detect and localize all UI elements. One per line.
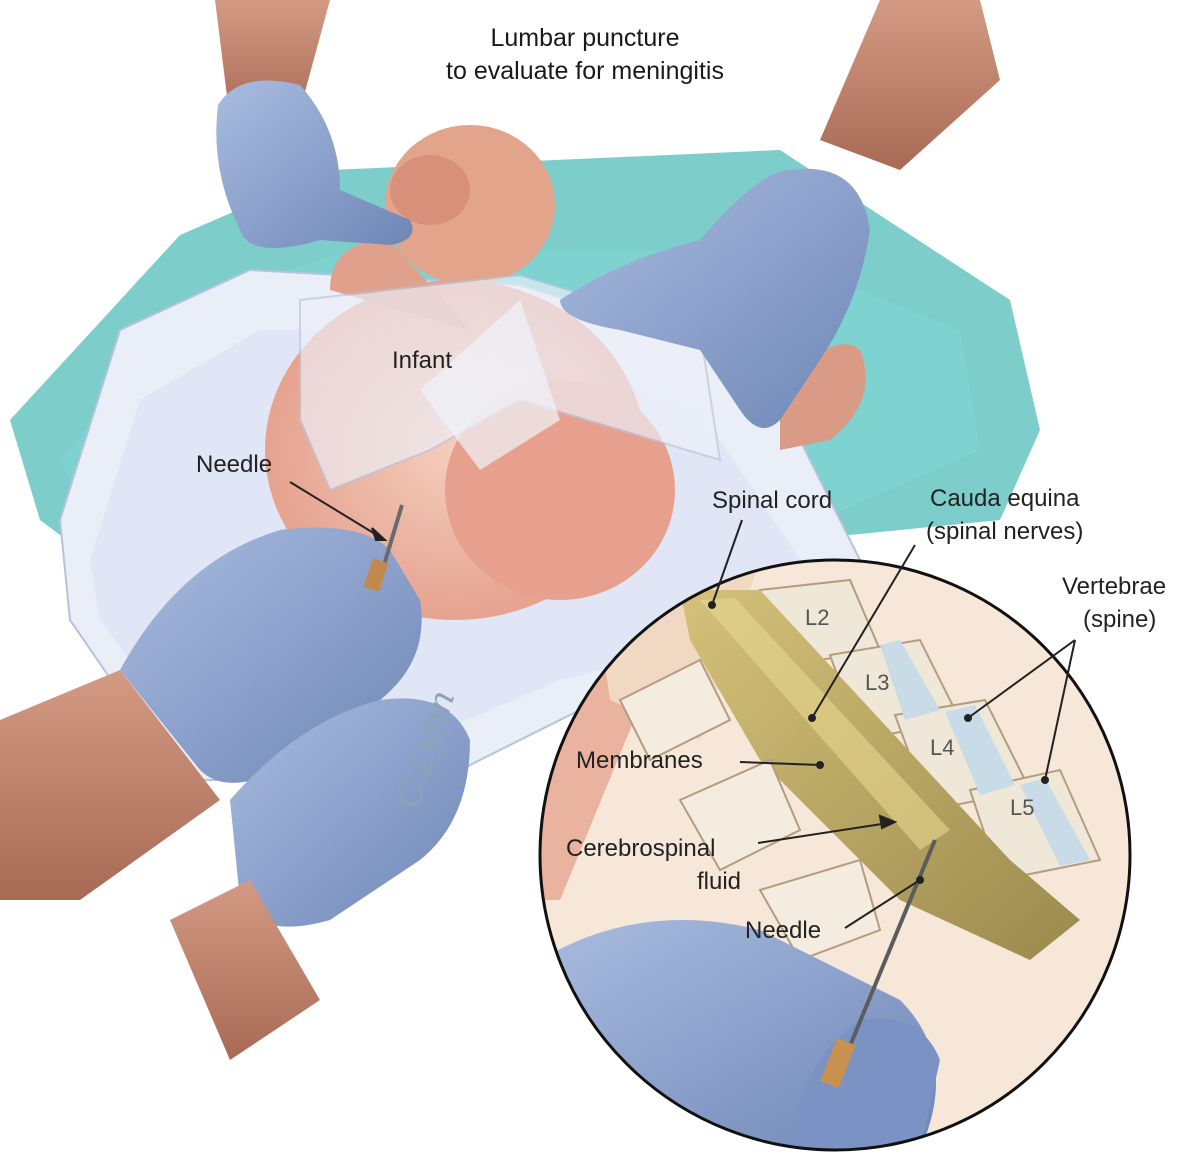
cauda-equina-label: Cauda equina	[930, 484, 1079, 514]
cauda-equina-sublabel: (spinal nerves)	[926, 517, 1083, 547]
needle-label-inset: Needle	[745, 916, 821, 946]
vertebra-label-l3: L3	[865, 670, 889, 695]
vertebra-label-l5: L5	[1010, 795, 1034, 820]
figure-title: Lumbar puncture to evaluate for meningit…	[300, 22, 870, 88]
title-line-2: to evaluate for meningitis	[300, 55, 870, 88]
vertebra-label-l4: L4	[930, 735, 954, 760]
title-line-1: Lumbar puncture	[300, 22, 870, 55]
vertebra-label-l2: L2	[805, 605, 829, 630]
csf-sublabel: fluid	[697, 867, 741, 897]
csf-label: Cerebrospinal	[566, 834, 715, 864]
spinal-cord-label: Spinal cord	[712, 486, 832, 516]
glove-left-top	[216, 81, 412, 249]
vertebrae-label: Vertebrae	[1062, 572, 1166, 602]
infant-label: Infant	[392, 346, 452, 376]
vertebrae-sublabel: (spine)	[1083, 605, 1156, 635]
needle-label-outer: Needle	[196, 450, 272, 480]
membranes-label: Membranes	[576, 746, 703, 776]
